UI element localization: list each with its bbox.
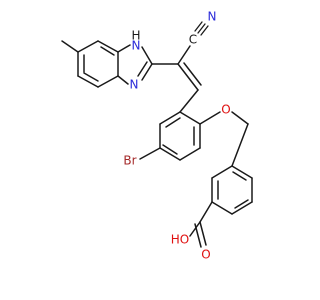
bond-bz-double-2 [83, 72, 99, 82]
atom-label-imine-n: N [130, 78, 139, 92]
atom-label-nh-h: H [131, 29, 140, 43]
bond-methyl [61, 40, 79, 53]
bond-bz-5 [77, 75, 99, 88]
bond-r3-d3 [232, 171, 247, 181]
bond-im-3b [137, 61, 148, 77]
bond-r2-d3 [165, 117, 181, 128]
bond-r2-d2 [162, 144, 178, 155]
bond-layer [61, 21, 253, 248]
bond-bz-double-1 [100, 46, 115, 56]
bond-br [139, 147, 161, 160]
chemical-structure-diagram: H N N C N O Br HO O [61, 9, 253, 262]
bond-im-1 [117, 44, 131, 53]
bond-nitrile-b [194, 21, 203, 32]
bond-aryl-o [199, 111, 221, 125]
atom-label-layer: H N N C N O Br HO O [123, 10, 230, 262]
bond-r2-1 [179, 111, 201, 125]
atom-label-ho: HO [171, 233, 189, 247]
atom-label-nitrile-c: C [189, 33, 197, 47]
bond-r3-4 [231, 201, 253, 215]
atom-label-nitrile-n: N [208, 10, 217, 24]
bond-r2-4 [159, 147, 181, 161]
bond-to-ring2 [179, 89, 199, 113]
bond-bz-4 [97, 75, 119, 88]
bond-c-oh [189, 221, 201, 237]
atom-label-ether-o: O [221, 103, 230, 117]
bond-r3-6 [231, 165, 253, 179]
bond-r3-d2 [234, 199, 249, 209]
bond-nitrile-1 [177, 45, 191, 65]
bond-ring-cooh [199, 201, 213, 223]
atom-label-nh-n: N [132, 39, 141, 53]
bond-im-2 [141, 46, 153, 65]
bond-r3-1 [211, 165, 233, 179]
bond-alkene-double [183, 62, 202, 86]
bond-bz-2 [97, 40, 119, 53]
bond-ch2-ring3 [231, 123, 249, 167]
bond-im-3 [141, 63, 153, 81]
bond-c-o-double-b [194, 223, 202, 248]
bond-nitrile-c [200, 25, 209, 36]
atom-label-br: Br [123, 154, 136, 168]
bond-r3-3 [211, 201, 233, 215]
bond-nitrile-a [197, 23, 206, 34]
bond-alkene [177, 63, 199, 91]
bond-r2-3 [179, 147, 201, 161]
bond-im-4 [117, 75, 129, 85]
bond-bz-1 [77, 40, 99, 53]
bond-r2-6 [159, 111, 181, 125]
atom-label-carbonyl-o: O [201, 248, 210, 262]
bond-o-ch2 [231, 111, 249, 125]
bond-c-o-double-a [199, 221, 207, 246]
